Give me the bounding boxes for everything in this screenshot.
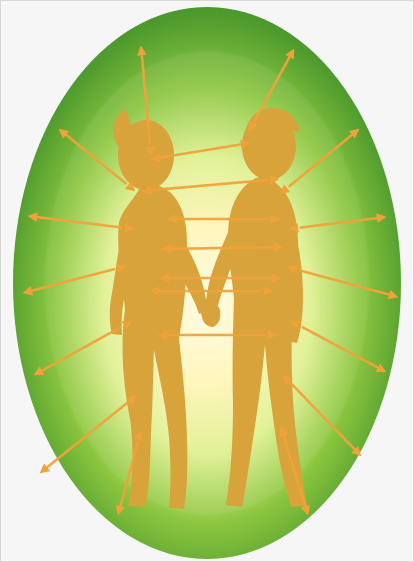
aura-highlight [45,51,369,515]
energy-wave [172,247,272,249]
